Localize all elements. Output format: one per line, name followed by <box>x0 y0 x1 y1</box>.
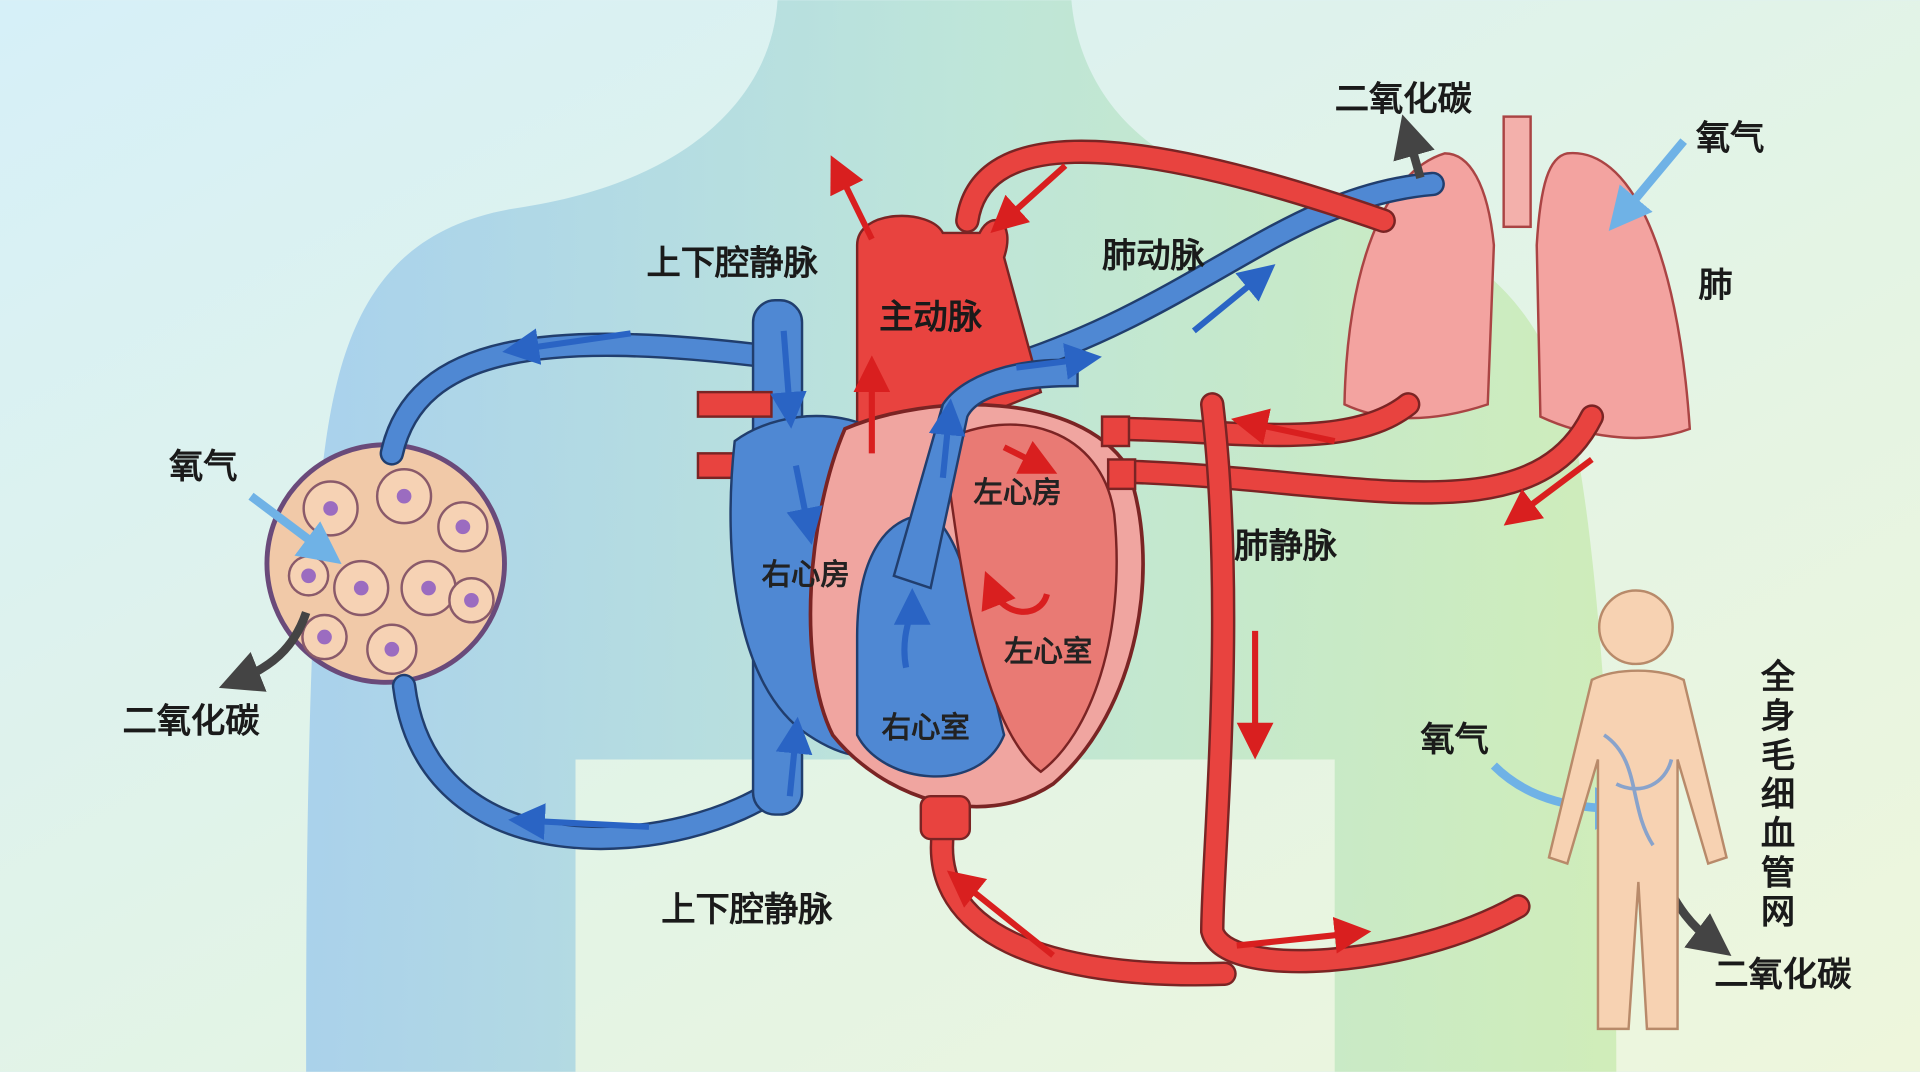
label-o2-lung: 氧气 <box>1696 119 1765 159</box>
label-pulmonary-vein: 肺静脉 <box>1234 526 1338 566</box>
label-aorta: 主动脉 <box>879 297 983 337</box>
label-pulmonary-artery: 肺动脉 <box>1102 236 1206 276</box>
label-char: 全 <box>1760 657 1796 697</box>
label-vena-cava-top: 上下腔静脉 <box>647 244 819 284</box>
label-left-ventricle: 左心室 <box>1004 635 1092 669</box>
flow-arrows <box>218 114 1732 958</box>
label-char: 细 <box>1761 775 1795 815</box>
label-right-atrium: 右心房 <box>762 558 850 591</box>
label-o2-tissue: 氧气 <box>169 447 238 487</box>
label-vena-cava-bottom: 上下腔静脉 <box>661 890 833 930</box>
label-char: 网 <box>1761 893 1795 933</box>
label-body-capillaries: 全 身 毛 细 血 管 网 <box>1760 657 1796 932</box>
label-right-ventricle: 右心室 <box>882 710 970 744</box>
label-char: 身 <box>1761 697 1795 737</box>
tissue-capillary-bed <box>264 442 507 685</box>
label-co2-body: 二氧化碳 <box>1714 955 1852 995</box>
label-char: 血 <box>1761 814 1795 854</box>
label-char: 管 <box>1761 853 1795 893</box>
label-char: 毛 <box>1761 736 1795 776</box>
label-left-atrium: 左心房 <box>973 476 1061 509</box>
label-o2-body: 氧气 <box>1420 720 1489 760</box>
body-figure <box>1547 589 1728 1031</box>
label-co2-lung: 二氧化碳 <box>1335 79 1473 119</box>
label-lung: 肺 <box>1698 266 1732 306</box>
label-co2-tissue: 二氧化碳 <box>122 702 260 742</box>
